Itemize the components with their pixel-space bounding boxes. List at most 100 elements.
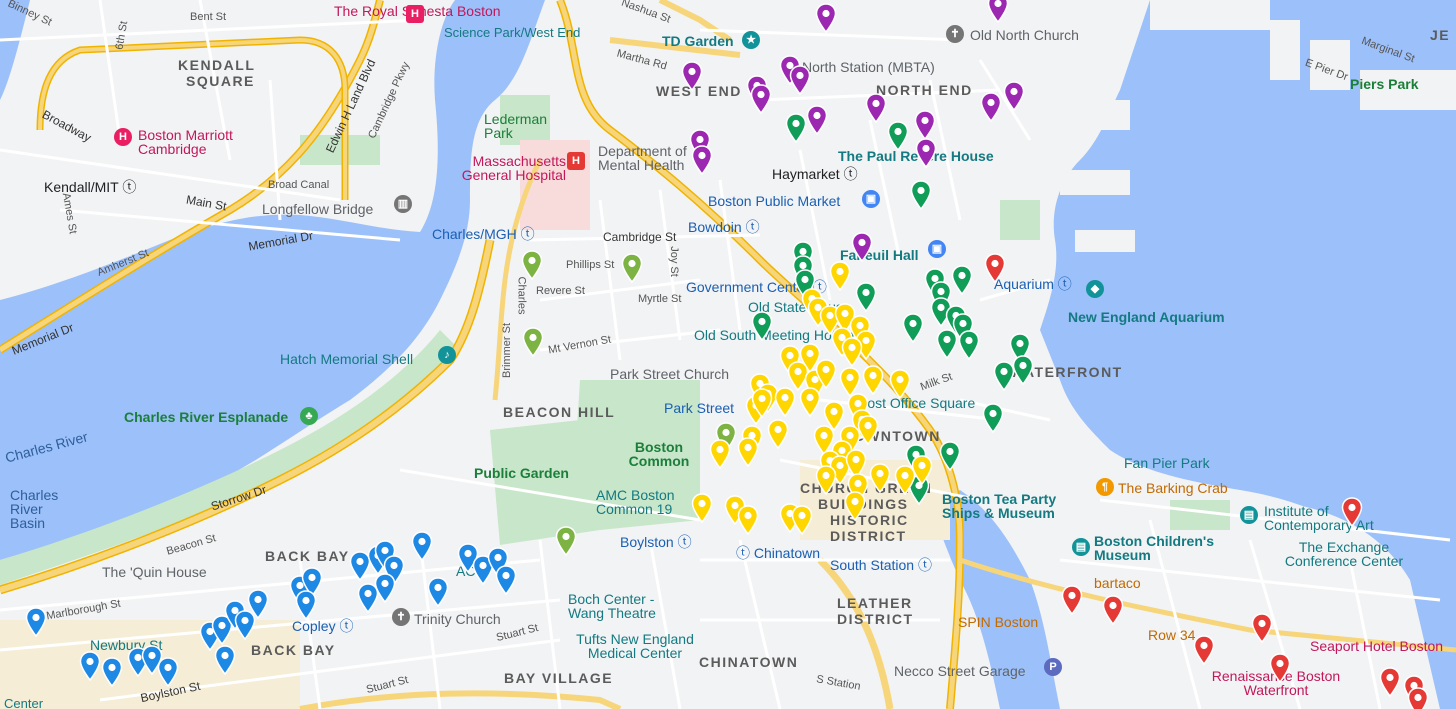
map-pin-green[interactable] xyxy=(910,180,932,210)
map-pin-blue[interactable] xyxy=(247,589,269,619)
map-pin-green[interactable] xyxy=(1012,355,1034,385)
poi-old-north-church[interactable]: Old North Church xyxy=(970,27,1079,43)
poi-childrens-museum[interactable]: Boston Children's Museum xyxy=(1094,533,1214,563)
poi-hatch-shell[interactable]: Hatch Memorial Shell xyxy=(280,351,414,367)
map-pin-lime[interactable] xyxy=(555,526,577,556)
map-pin-blue[interactable] xyxy=(79,651,101,681)
poi-esplanade[interactable]: Charles River Esplanade xyxy=(124,409,289,425)
transit-park-street[interactable]: Park Street xyxy=(664,400,735,416)
poi-necco[interactable]: Necco Street Garage xyxy=(894,663,1026,679)
map-pin-yellow[interactable] xyxy=(823,401,845,431)
poi-center[interactable]: Center xyxy=(4,696,44,709)
poi-quin-house[interactable]: The 'Quin House xyxy=(102,564,207,580)
map-pin-red[interactable] xyxy=(1102,595,1124,625)
poi-ica[interactable]: Institute of Contemporary Art xyxy=(1264,503,1374,533)
map-pin-red[interactable] xyxy=(1251,613,1273,643)
transit-chinatown[interactable]: ⓣ Chinatown xyxy=(736,545,821,561)
map-pin-yellow[interactable] xyxy=(815,359,837,389)
map-pin-purple[interactable] xyxy=(980,92,1002,122)
map-pin-yellow[interactable] xyxy=(815,465,837,495)
map-pin-blue[interactable] xyxy=(457,543,479,573)
map-pin-purple[interactable] xyxy=(815,3,837,33)
poi-trinity-church[interactable]: Trinity Church xyxy=(414,611,501,627)
map-pin-green[interactable] xyxy=(902,313,924,343)
map-pin-yellow[interactable] xyxy=(767,419,789,449)
map-pin-purple[interactable] xyxy=(851,232,873,262)
poi-td-garden[interactable]: TD Garden xyxy=(662,33,734,49)
poi-public-market[interactable]: Boston Public Market xyxy=(708,193,841,209)
poi-tea-party[interactable]: Boston Tea Party Ships & Museum xyxy=(942,491,1057,521)
map-pin-purple[interactable] xyxy=(691,145,713,175)
map-pin-green[interactable] xyxy=(936,329,958,359)
map-pin-yellow[interactable] xyxy=(737,505,759,535)
map-pin-yellow[interactable] xyxy=(839,367,861,397)
map-pin-blue[interactable] xyxy=(141,645,163,675)
map-pin-yellow[interactable] xyxy=(799,387,821,417)
map-pin-yellow[interactable] xyxy=(869,463,891,493)
poi-longfellow[interactable]: Longfellow Bridge xyxy=(262,201,374,217)
map-pin-green[interactable] xyxy=(930,297,952,327)
map-pin-green[interactable] xyxy=(993,361,1015,391)
poi-science-park[interactable]: Science Park/West End xyxy=(444,25,581,40)
transit-charles-mgh[interactable]: Charles/MGH ⓣ xyxy=(432,226,535,242)
map-pin-blue[interactable] xyxy=(357,583,379,613)
map-pin-yellow[interactable] xyxy=(791,505,813,535)
poi-seaport-hotel[interactable]: Seaport Hotel Boston xyxy=(1310,638,1444,654)
transit-boylston[interactable]: Boylston ⓣ xyxy=(620,534,692,550)
map-pin-blue[interactable] xyxy=(495,565,517,595)
map-pin-red[interactable] xyxy=(1269,653,1291,683)
transit-bowdoin[interactable]: Bowdoin ⓣ xyxy=(688,219,760,235)
poi-mgh[interactable]: Massachusetts General Hospital xyxy=(461,153,566,183)
poi-fan-pier[interactable]: Fan Pier Park xyxy=(1124,455,1210,471)
map-pin-red[interactable] xyxy=(1061,585,1083,615)
map-pin-yellow[interactable] xyxy=(889,369,911,399)
poi-lederman[interactable]: Lederman Park xyxy=(484,111,548,141)
transit-kendall[interactable]: Kendall/MIT ⓣ xyxy=(44,179,137,195)
poi-boston-common[interactable]: Boston Common xyxy=(628,439,690,469)
transit-copley[interactable]: Copley ⓣ xyxy=(292,618,354,634)
map-pin-yellow[interactable] xyxy=(774,387,796,417)
map-pin-purple[interactable] xyxy=(806,105,828,135)
map-pin-yellow[interactable] xyxy=(787,361,809,391)
map-pin-purple[interactable] xyxy=(1003,81,1025,111)
map-pin-yellow[interactable] xyxy=(862,365,884,395)
map-pin-blue[interactable] xyxy=(295,590,317,620)
poi-newbury[interactable]: Newbury St xyxy=(90,637,163,653)
map-pin-green[interactable] xyxy=(855,282,877,312)
map-pin-purple[interactable] xyxy=(914,110,936,140)
poi-ne-aquarium[interactable]: New England Aquarium xyxy=(1068,309,1225,325)
poi-paul-revere[interactable]: The Paul Revere House xyxy=(838,148,994,164)
map-pin-lime[interactable] xyxy=(521,250,543,280)
map-pin-green[interactable] xyxy=(939,441,961,471)
map-pin-purple[interactable] xyxy=(987,0,1009,23)
map-pin-blue[interactable] xyxy=(101,657,123,687)
map-pin-purple[interactable] xyxy=(681,61,703,91)
map-pin-blue[interactable] xyxy=(157,657,179,687)
poi-public-garden[interactable]: Public Garden xyxy=(474,465,569,481)
map-pin-yellow[interactable] xyxy=(841,337,863,367)
poi-bartaco[interactable]: bartaco xyxy=(1094,575,1141,591)
map-pin-purple[interactable] xyxy=(865,93,887,123)
map-pin-green[interactable] xyxy=(887,121,909,151)
poi-exchange[interactable]: The Exchange Conference Center xyxy=(1284,539,1404,569)
transit-south-station[interactable]: South Station ⓣ xyxy=(830,557,932,573)
map-pin-yellow[interactable] xyxy=(709,439,731,469)
map-pin-blue[interactable] xyxy=(25,607,47,637)
poi-barking-crab[interactable]: The Barking Crab xyxy=(1118,480,1228,496)
map-pin-lime[interactable] xyxy=(522,327,544,357)
map-pin-yellow[interactable] xyxy=(737,437,759,467)
map-pin-blue[interactable] xyxy=(472,555,494,585)
map-pin-red[interactable] xyxy=(1379,667,1401,697)
poi-boch-center[interactable]: Boch Center - Wang Theatre xyxy=(568,591,656,621)
poi-old-south[interactable]: Old South Meeting House xyxy=(694,327,855,343)
map-pin-blue[interactable] xyxy=(411,531,433,561)
map-pin-red[interactable] xyxy=(1341,497,1363,527)
map-pin-green[interactable] xyxy=(982,403,1004,433)
map-pin-yellow[interactable] xyxy=(829,261,851,291)
map-pin-green[interactable] xyxy=(958,330,980,360)
map-pin-green[interactable] xyxy=(785,113,807,143)
poi-post-office-square[interactable]: Post Office Square xyxy=(858,395,976,411)
map-pin-blue[interactable] xyxy=(427,577,449,607)
poi-spin[interactable]: SPIN Boston xyxy=(958,614,1039,630)
